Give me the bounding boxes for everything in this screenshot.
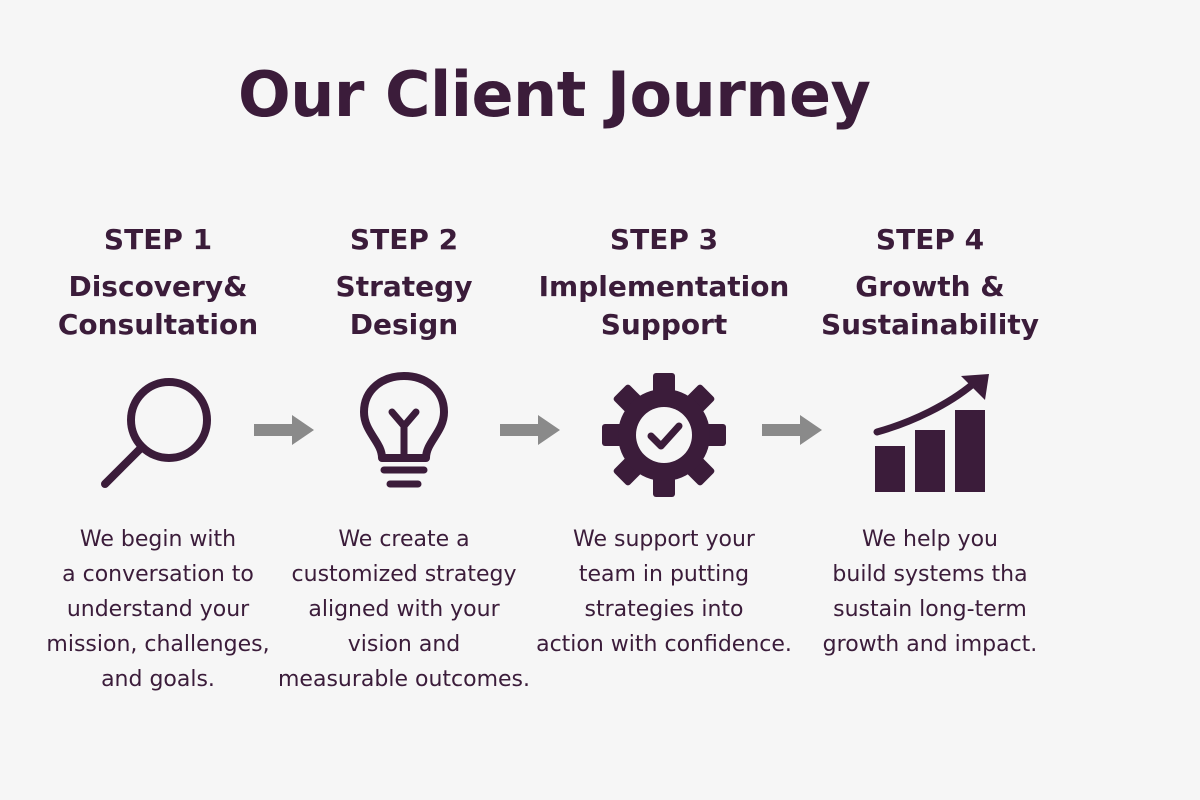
step-title-line: Sustainability bbox=[821, 308, 1039, 341]
step-title: Growth & Sustainability bbox=[790, 268, 1070, 344]
step-title-line: Growth & bbox=[855, 270, 1005, 303]
step-title-line: Implementation bbox=[538, 270, 790, 303]
step-title: Implementation Support bbox=[524, 268, 804, 344]
step-description-line: build systems tha bbox=[832, 562, 1028, 587]
step-description-line: strategies into bbox=[584, 597, 744, 622]
step-description-line: and goals. bbox=[101, 667, 215, 692]
page-title: Our Client Journey bbox=[238, 58, 871, 131]
step-description-line: aligned with your bbox=[308, 597, 500, 622]
step-2: STEP 2 Strategy Design We create a custo… bbox=[264, 222, 544, 692]
step-1: STEP 1 Discovery& Consultation We begin … bbox=[18, 222, 298, 692]
step-description-line: We begin with bbox=[79, 527, 237, 552]
step-description: We begin with a conversation to understa… bbox=[18, 522, 298, 697]
step-description: We support your team in putting strategi… bbox=[524, 522, 804, 662]
step-description: We create a customized strategy aligned … bbox=[264, 522, 544, 697]
gear-check-icon bbox=[602, 373, 726, 497]
step-description-line: understand your bbox=[66, 597, 250, 622]
step-description-line: We create a bbox=[338, 527, 470, 552]
magnifying-glass-icon bbox=[101, 378, 211, 488]
step-number: STEP 2 bbox=[349, 223, 459, 256]
step-description-line: a conversation to bbox=[62, 562, 254, 587]
step-title-line: Support bbox=[600, 308, 728, 341]
step-title-line: Design bbox=[349, 308, 459, 341]
step-description-line: vision and bbox=[347, 632, 461, 657]
arrow-right-icon bbox=[762, 415, 822, 445]
step-description: We help you build systems tha sustain lo… bbox=[790, 522, 1070, 662]
arrow-right-icon bbox=[500, 415, 560, 445]
arrow-right-icon bbox=[254, 415, 314, 445]
step-description-line: mission, challenges, bbox=[46, 632, 270, 657]
step-description-line: growth and impact. bbox=[822, 632, 1038, 657]
step-3: STEP 3 Implementation Support We support… bbox=[524, 222, 804, 657]
lightbulb-icon bbox=[360, 372, 448, 488]
step-description-line: action with confidence. bbox=[536, 632, 792, 657]
step-number: STEP 4 bbox=[875, 223, 985, 256]
step-description-line: team in putting bbox=[578, 562, 750, 587]
step-title-line: Consultation bbox=[57, 308, 259, 341]
step-description-line: measurable outcomes. bbox=[278, 667, 530, 692]
step-description-line: sustain long-term bbox=[833, 597, 1027, 622]
step-number: STEP 3 bbox=[609, 223, 719, 256]
step-number: STEP 1 bbox=[103, 223, 213, 256]
step-title: Discovery& Consultation bbox=[18, 268, 298, 344]
step-description-line: We support your bbox=[573, 527, 755, 552]
step-title: Strategy Design bbox=[264, 268, 544, 344]
step-title-line: Strategy bbox=[335, 270, 473, 303]
step-description-line: We help you bbox=[862, 527, 998, 552]
growth-chart-icon bbox=[873, 374, 989, 492]
step-description-line: customized strategy bbox=[291, 562, 517, 587]
step-4: STEP 4 Growth & Sustainability We help y… bbox=[790, 222, 1070, 657]
step-title-line: Discovery& bbox=[68, 270, 248, 303]
